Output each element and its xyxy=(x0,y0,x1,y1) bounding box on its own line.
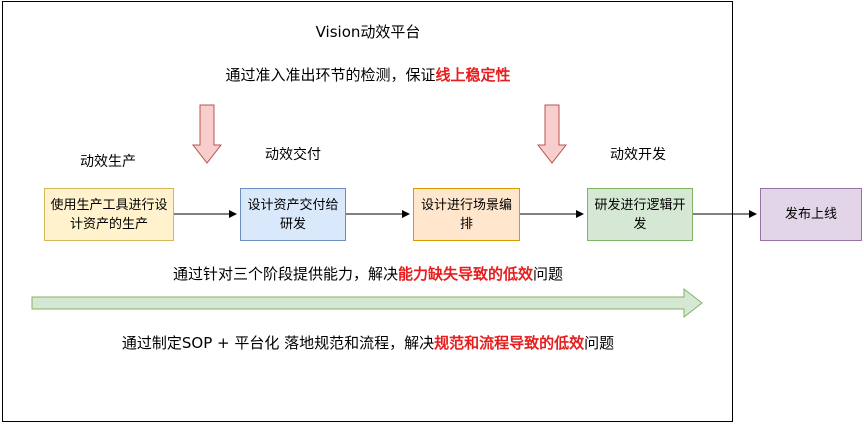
down-arrow-right-icon xyxy=(536,104,568,164)
subtitle-highlight: 线上稳定性 xyxy=(435,66,511,84)
box-production: 使用生产工具进行设计资产的生产 xyxy=(44,188,174,241)
note-capability-highlight: 能力缺失导致的低效 xyxy=(397,265,533,283)
stage-label-delivery: 动效交付 xyxy=(265,147,321,163)
page-title: Vision动效平台 xyxy=(315,23,421,41)
box-development: 研发进行逻辑开发 xyxy=(587,188,693,241)
platform-frame xyxy=(2,1,733,422)
box-release: 发布上线 xyxy=(760,188,862,241)
note-capability-suffix: 问题 xyxy=(533,265,564,283)
stage-label-development: 动效开发 xyxy=(610,147,666,163)
progress-arrow-icon xyxy=(31,287,703,319)
subtitle: 通过准入准出环节的检测，保证线上稳定性 xyxy=(0,64,736,85)
note-process-highlight: 规范和流程导致的低效 xyxy=(434,334,585,352)
box-scene-arrangement: 设计进行场景编排 xyxy=(413,188,520,241)
note-process-suffix: 问题 xyxy=(584,334,615,352)
note-process-prefix: 通过制定SOP + 平台化 落地规范和流程，解决 xyxy=(121,334,435,352)
note-capability: 通过针对三个阶段提供能力，解决能力缺失导致的低效问题 xyxy=(0,263,736,284)
down-arrow-left-icon xyxy=(191,104,223,164)
stage-label-production: 动效生产 xyxy=(80,154,136,170)
note-process: 通过制定SOP + 平台化 落地规范和流程，解决规范和流程导致的低效问题 xyxy=(0,332,736,353)
box-delivery: 设计资产交付给研发 xyxy=(240,188,346,241)
subtitle-text: 通过准入准出环节的检测，保证 xyxy=(225,66,436,84)
note-capability-prefix: 通过针对三个阶段提供能力，解决 xyxy=(172,265,398,283)
